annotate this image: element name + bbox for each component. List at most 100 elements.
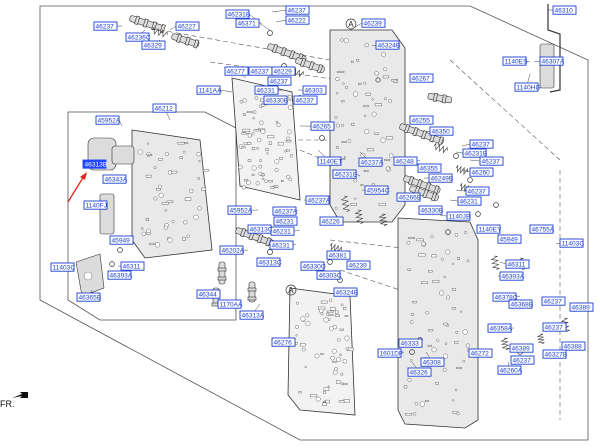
callout-label[interactable]: 46231 xyxy=(458,197,481,205)
callout-label[interactable]: 46231E xyxy=(333,170,358,178)
svg-text:46237: 46237 xyxy=(288,7,307,14)
callout-label[interactable]: 11403C xyxy=(560,239,584,247)
callout-label[interactable]: 46255 xyxy=(410,116,433,124)
callout-label[interactable]: 46237 xyxy=(466,187,489,195)
callout-label[interactable]: 46248 xyxy=(394,157,417,165)
callout-label[interactable]: 1601DF xyxy=(378,349,403,357)
callout-label[interactable]: 46265 xyxy=(311,122,334,130)
callout-label[interactable]: 46227 xyxy=(176,22,199,30)
callout-label[interactable]: 46237 xyxy=(470,140,493,148)
callout-label[interactable]: 46313C xyxy=(257,258,282,266)
callout-label[interactable]: 46231B xyxy=(463,149,488,157)
callout-label[interactable]: 45952A xyxy=(228,206,253,214)
callout-label[interactable]: 46350 xyxy=(430,127,453,135)
callout-label[interactable]: 46277 xyxy=(225,67,248,75)
callout-label[interactable]: 1140ES xyxy=(503,57,528,65)
callout-highlighted[interactable]: 46313B xyxy=(83,160,108,168)
callout-label[interactable]: 45954C xyxy=(365,186,390,194)
callout-label[interactable]: 46237 xyxy=(511,356,534,364)
callout-label[interactable]: 46307A xyxy=(540,57,565,65)
callout-label[interactable]: 1141AA xyxy=(197,86,222,94)
callout-label[interactable]: 46231 xyxy=(274,217,297,225)
callout-label[interactable]: 46260A xyxy=(498,366,523,374)
callout-label[interactable]: 1140FJ xyxy=(84,201,107,209)
callout-label[interactable]: 1170AA xyxy=(218,300,243,308)
callout-label[interactable]: 46311 xyxy=(506,260,529,268)
callout-label[interactable]: 46237 xyxy=(268,77,291,85)
callout-label[interactable]: 46236C xyxy=(126,33,151,41)
callout-label[interactable]: 46272 xyxy=(469,349,492,357)
callout-label[interactable]: 46237 xyxy=(480,157,503,165)
callout-label[interactable]: 46237 xyxy=(542,297,565,305)
callout-label[interactable]: 46327B xyxy=(543,350,568,358)
callout-label[interactable]: 46330B xyxy=(264,96,289,104)
callout-label[interactable]: 46326 xyxy=(408,368,431,376)
callout-label[interactable]: 46389 xyxy=(570,303,593,311)
callout-label[interactable]: 46333 xyxy=(399,339,422,347)
callout-label[interactable]: 46381 xyxy=(327,251,350,259)
callout-label[interactable]: 46239 xyxy=(347,261,370,269)
callout-label[interactable]: 46393A xyxy=(500,272,525,280)
callout-label[interactable]: 46388 xyxy=(562,342,585,350)
callout-label[interactable]: 46755A xyxy=(530,225,555,233)
callout-label[interactable]: 46368B xyxy=(509,300,534,308)
svg-text:46350: 46350 xyxy=(432,128,451,135)
callout-label[interactable]: 46276 xyxy=(272,338,295,346)
callout-label[interactable]: 45949 xyxy=(110,236,133,244)
callout-label[interactable]: 46237 xyxy=(286,6,309,14)
callout-label[interactable]: 45949 xyxy=(498,235,521,243)
callout-label[interactable]: 1140EY xyxy=(477,225,502,233)
callout-label[interactable]: 46311 xyxy=(121,262,144,270)
callout-label[interactable]: 46231B xyxy=(226,10,251,18)
callout-label[interactable]: 46393A xyxy=(108,271,133,279)
callout-label[interactable]: 46313A xyxy=(240,311,265,319)
callout-label[interactable]: 46313C xyxy=(248,225,273,233)
callout-label[interactable]: 46249B xyxy=(429,174,454,182)
callout-label[interactable]: 46343A xyxy=(103,175,128,183)
callout-label[interactable]: 46371 xyxy=(236,19,259,27)
callout-label[interactable]: 46266B xyxy=(397,193,422,201)
callout-label[interactable]: 46237 xyxy=(294,96,317,104)
callout-label[interactable]: 46229 xyxy=(272,67,295,75)
callout-label[interactable]: 46231 xyxy=(255,86,278,94)
callout-label[interactable]: 46355 xyxy=(418,164,441,172)
callout-label[interactable]: 46303C xyxy=(317,271,342,279)
svg-text:1170AA: 1170AA xyxy=(220,301,244,308)
callout-label[interactable]: 46226 xyxy=(320,217,343,225)
callout-label[interactable]: 46231 xyxy=(270,241,293,249)
callout-label[interactable]: 45952A xyxy=(96,116,121,124)
callout-label[interactable]: 46358A xyxy=(488,324,513,332)
callout-label[interactable]: 11403C xyxy=(51,263,75,271)
callout-label[interactable]: 46330C xyxy=(301,262,326,270)
callout-label[interactable]: 46344 xyxy=(197,290,220,298)
callout-label[interactable]: 46237A xyxy=(359,158,384,166)
callout-label[interactable]: 46310 xyxy=(553,6,576,14)
callout-label[interactable]: 1140JB xyxy=(447,212,471,220)
callout-label[interactable]: 46239 xyxy=(362,19,385,27)
svg-text:46333: 46333 xyxy=(401,340,420,347)
callout-label[interactable]: 46330B xyxy=(419,206,444,214)
callout-label[interactable]: 46202A xyxy=(220,246,245,254)
callout-label[interactable]: 46308 xyxy=(421,358,444,366)
callout-label[interactable]: 46237 xyxy=(94,22,117,30)
callout-label[interactable]: 46389 xyxy=(510,344,533,352)
callout-label[interactable]: 46324B xyxy=(334,288,359,296)
callout-label[interactable]: 1140ET xyxy=(318,157,342,165)
callout-label[interactable]: 46237A xyxy=(306,196,331,204)
svg-text:46237: 46237 xyxy=(296,97,315,104)
callout-label[interactable]: 46365B xyxy=(77,293,102,301)
callout-label[interactable]: 46237 xyxy=(249,67,272,75)
callout-label[interactable]: 46222 xyxy=(286,16,309,24)
svg-text:46265: 46265 xyxy=(313,123,332,130)
callout-label[interactable]: 46212 xyxy=(153,104,176,112)
callout-label[interactable]: 46237A xyxy=(273,207,298,215)
callout-label[interactable]: 46324B xyxy=(376,41,401,49)
callout-label[interactable]: 46260 xyxy=(470,168,493,176)
callout-label[interactable]: 46329 xyxy=(142,41,165,49)
callout-label[interactable]: 46267 xyxy=(410,74,433,82)
callout-label[interactable]: 1140HG xyxy=(515,83,541,91)
callout-label[interactable]: 46231 xyxy=(271,227,294,235)
svg-text:46330B: 46330B xyxy=(266,97,289,104)
callout-label[interactable]: 46303 xyxy=(303,86,326,94)
callout-label[interactable]: 46237 xyxy=(543,323,566,331)
